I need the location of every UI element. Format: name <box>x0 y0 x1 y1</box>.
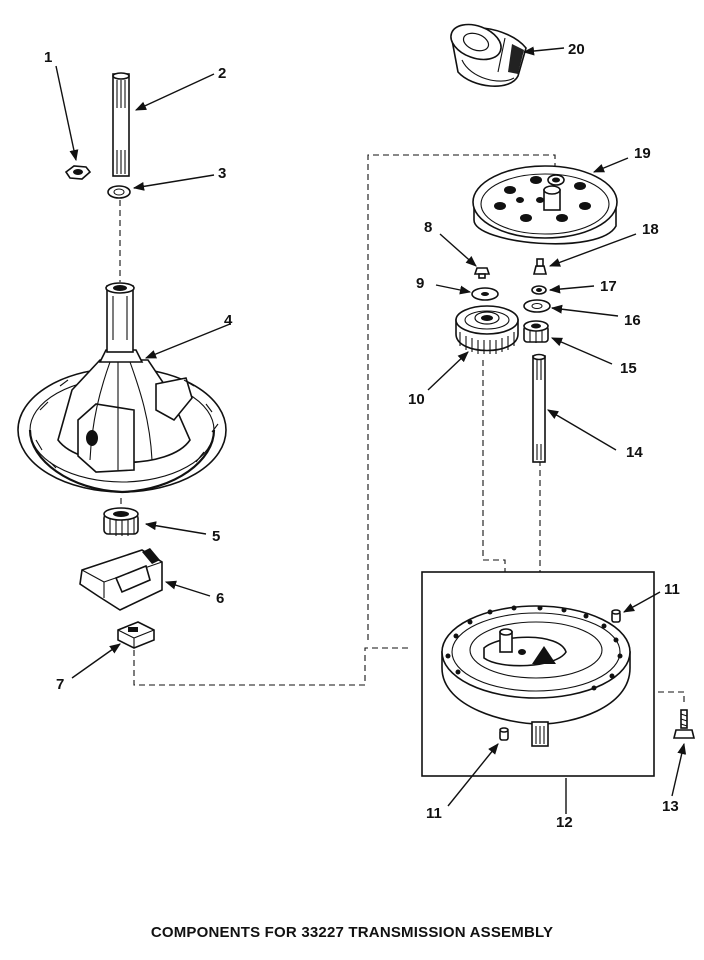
callout-12: 12 <box>556 814 573 831</box>
callout-10: 10 <box>408 391 425 408</box>
callout-17: 17 <box>600 278 617 295</box>
part-6-shift-block <box>79 548 163 611</box>
part-13-bolt <box>672 709 696 739</box>
part-5-pinion-gear <box>103 507 139 536</box>
part-3-washer <box>107 185 131 199</box>
callout-18: 18 <box>642 221 659 238</box>
callout-1: 1 <box>44 49 52 66</box>
callout-14: 14 <box>626 444 643 461</box>
callout-11-upper: 11 <box>664 581 680 598</box>
callout-16: 16 <box>624 312 641 329</box>
callout-4: 4 <box>224 312 233 329</box>
diagram-caption: COMPONENTS FOR 33227 TRANSMISSION ASSEMB… <box>150 924 554 941</box>
part-10-drive-gear <box>455 305 519 354</box>
part-8-screw <box>473 267 491 279</box>
callout-8: 8 <box>424 219 432 236</box>
part-11-pin-upper <box>611 609 621 623</box>
part-14-shaft <box>532 353 546 463</box>
callout-9: 9 <box>416 275 424 292</box>
part-15-pinion-gear <box>523 320 549 343</box>
part-20-bearing-sleeve <box>450 23 527 87</box>
part-19-pulley <box>472 165 618 245</box>
callout-3: 3 <box>218 165 226 182</box>
leader-lines <box>55 46 687 814</box>
part-16-washer <box>523 299 551 313</box>
callout-7: 7 <box>56 676 64 693</box>
dashed-alignment-lines <box>119 154 685 706</box>
part-1-nut <box>64 165 92 180</box>
callout-20: 20 <box>568 41 585 58</box>
part-9-washer <box>471 287 499 301</box>
part-17-washer <box>531 285 547 295</box>
callout-19: 19 <box>634 145 651 162</box>
callout-13: 13 <box>662 798 679 815</box>
callout-6: 6 <box>216 590 224 607</box>
callout-11-lower: 11 <box>426 805 442 822</box>
callout-5: 5 <box>212 528 220 545</box>
part-4-transmission-housing <box>17 282 227 494</box>
part-12-base-assembly <box>421 571 655 777</box>
part-11-pin-lower <box>499 727 509 741</box>
callout-15: 15 <box>620 360 637 377</box>
part-7-slider <box>117 621 155 649</box>
part-18-screw <box>532 258 548 275</box>
part-2-spline-shaft <box>112 72 130 177</box>
callout-2: 2 <box>218 65 226 82</box>
callout-numbers: 1 2 3 4 5 6 7 8 9 10 11 11 12 13 14 15 1… <box>44 41 680 831</box>
